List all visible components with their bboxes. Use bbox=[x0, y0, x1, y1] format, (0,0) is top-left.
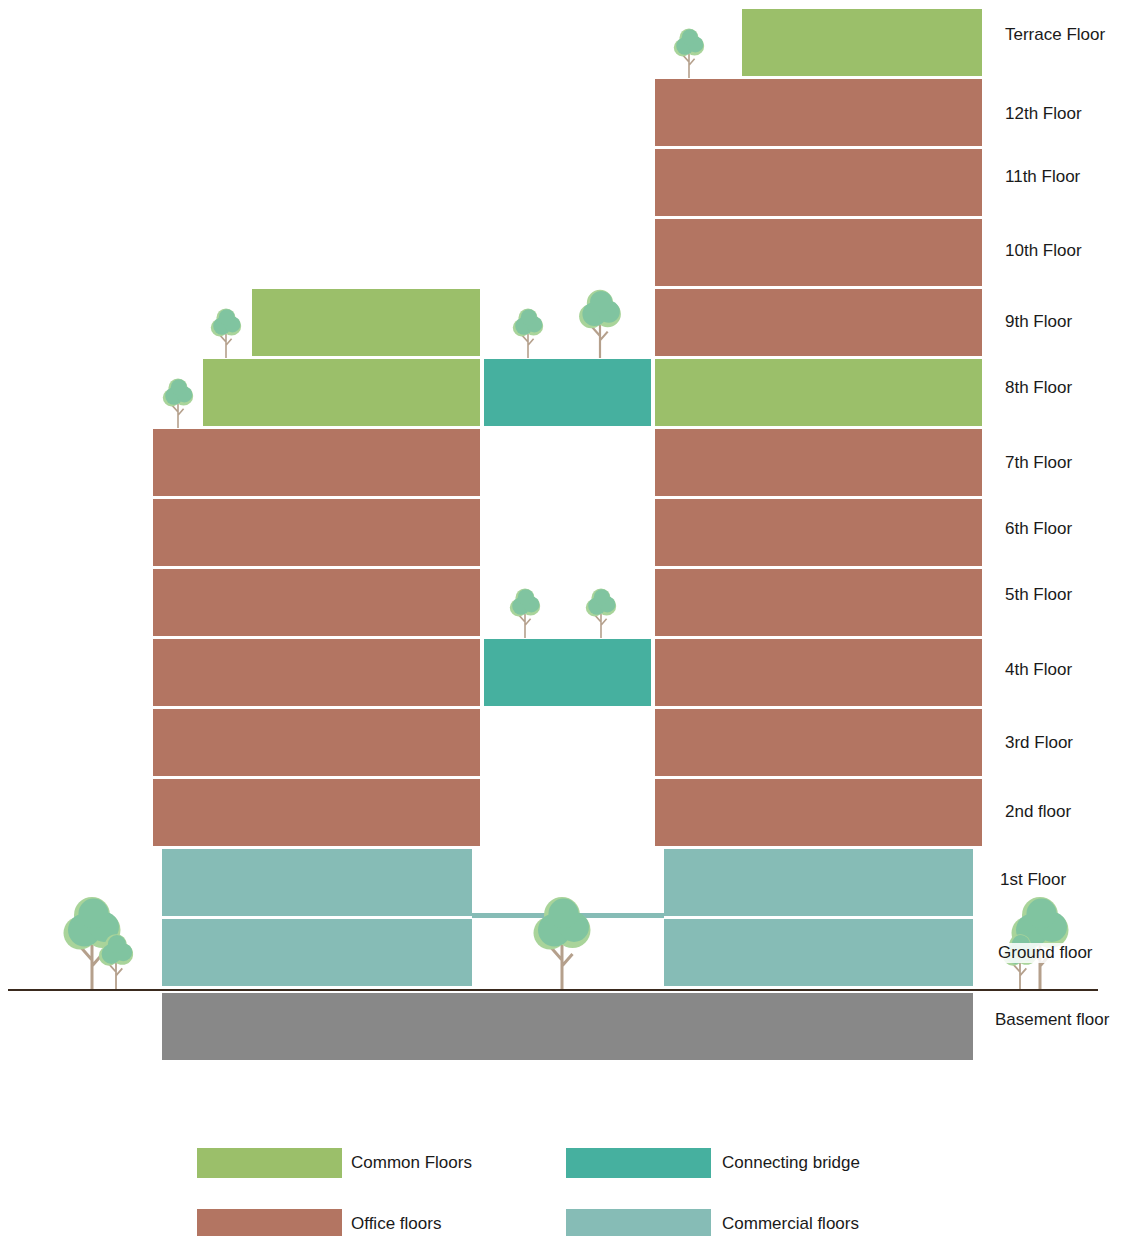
legend-text: Office floors bbox=[351, 1214, 441, 1234]
floor-label: 4th Floor bbox=[1003, 660, 1074, 680]
floor-label: Ground floor bbox=[996, 943, 1095, 963]
floor-label: 9th Floor bbox=[1003, 312, 1074, 332]
floor-label: 1st Floor bbox=[998, 870, 1068, 890]
floor-label: 3rd Floor bbox=[1003, 733, 1075, 753]
legend-text: Common Floors bbox=[351, 1153, 472, 1173]
floor-label: 7th Floor bbox=[1003, 453, 1074, 473]
floor-label: Basement floor bbox=[993, 1010, 1111, 1030]
legend-swatch bbox=[197, 1209, 342, 1236]
floor-label: 2nd floor bbox=[1003, 802, 1073, 822]
floor-label: 11th Floor bbox=[1003, 167, 1082, 187]
legend-text: Connecting bridge bbox=[722, 1153, 860, 1173]
floor-label: 8th Floor bbox=[1003, 378, 1074, 398]
floor-label: 5th Floor bbox=[1003, 585, 1074, 605]
floor-label: 6th Floor bbox=[1003, 519, 1074, 539]
floor-label: Terrace Floor bbox=[1003, 25, 1107, 45]
legend-text: Commercial floors bbox=[722, 1214, 859, 1234]
floor-label: 10th Floor bbox=[1003, 241, 1084, 261]
floor-label: 12th Floor bbox=[1003, 104, 1084, 124]
legend-swatch bbox=[566, 1148, 711, 1178]
legend-swatch bbox=[566, 1209, 711, 1236]
legend-swatch bbox=[197, 1148, 342, 1178]
